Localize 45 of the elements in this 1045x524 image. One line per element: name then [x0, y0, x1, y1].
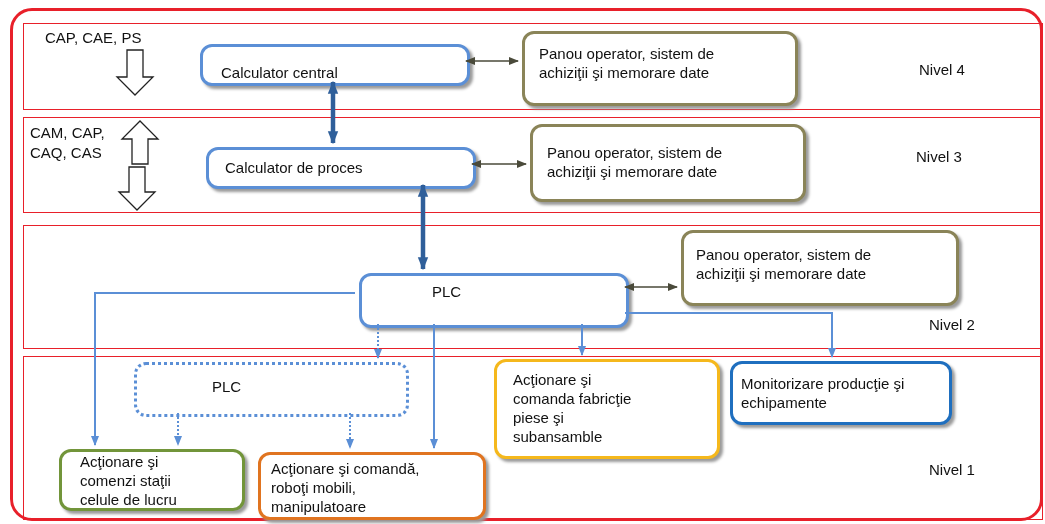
box-text: Acţionare şi comenzi staţii celule de lucru — [80, 452, 178, 509]
level-band — [23, 117, 1043, 213]
box-text: Panou operator, sistem de achiziţii şi memorare date — [547, 143, 724, 181]
process-box — [200, 44, 470, 86]
arrow — [374, 323, 382, 359]
text-label: CAP, CAE, PS — [45, 29, 142, 46]
box-text: Panou operator, sistem de achiziţii şi memorare date — [539, 44, 716, 82]
process-box — [359, 273, 629, 328]
arrow — [417, 183, 429, 271]
arrow — [91, 292, 356, 446]
box-text: Panou operator, sistem de achiziţii şi memorare date — [696, 245, 873, 283]
process-box — [258, 452, 486, 520]
level-band — [23, 225, 1043, 349]
process-box — [206, 147, 476, 189]
outer-frame — [10, 8, 1043, 521]
box-text: PLC — [212, 377, 243, 396]
arrow — [578, 323, 586, 356]
arrow — [624, 283, 678, 291]
process-box — [494, 359, 720, 459]
level-label: Nivel 1 — [929, 461, 975, 478]
process-box — [522, 31, 798, 106]
arrow — [346, 412, 354, 449]
level-band — [23, 356, 1043, 520]
box-text: Acţionare şi comandă, roboţi mobili, manipulatoare — [271, 459, 421, 516]
level-label: Nivel 2 — [929, 316, 975, 333]
box-text: Calculator central — [221, 63, 339, 82]
arrow — [430, 323, 438, 449]
process-box — [730, 361, 952, 425]
arrow — [327, 80, 339, 145]
text-label: CAM, CAP, CAQ, CAS — [30, 123, 106, 163]
box-text: Acţionare şi comanda fabricţie piese şi subansamble — [513, 370, 633, 446]
level-label: Nivel 3 — [916, 148, 962, 165]
arrow — [465, 57, 519, 65]
level-label: Nivel 4 — [919, 61, 965, 78]
dotted-box — [134, 362, 409, 417]
box-text: PLC — [432, 282, 463, 301]
process-box — [59, 449, 245, 511]
process-box — [530, 124, 806, 202]
arrow — [624, 312, 836, 358]
level-band — [23, 23, 1043, 110]
arrow — [174, 412, 182, 446]
arrow — [471, 160, 527, 168]
box-text: Monitorizare producţie şi echipamente — [741, 374, 906, 412]
process-box — [681, 230, 959, 306]
box-text: Calculator de proces — [225, 158, 364, 177]
